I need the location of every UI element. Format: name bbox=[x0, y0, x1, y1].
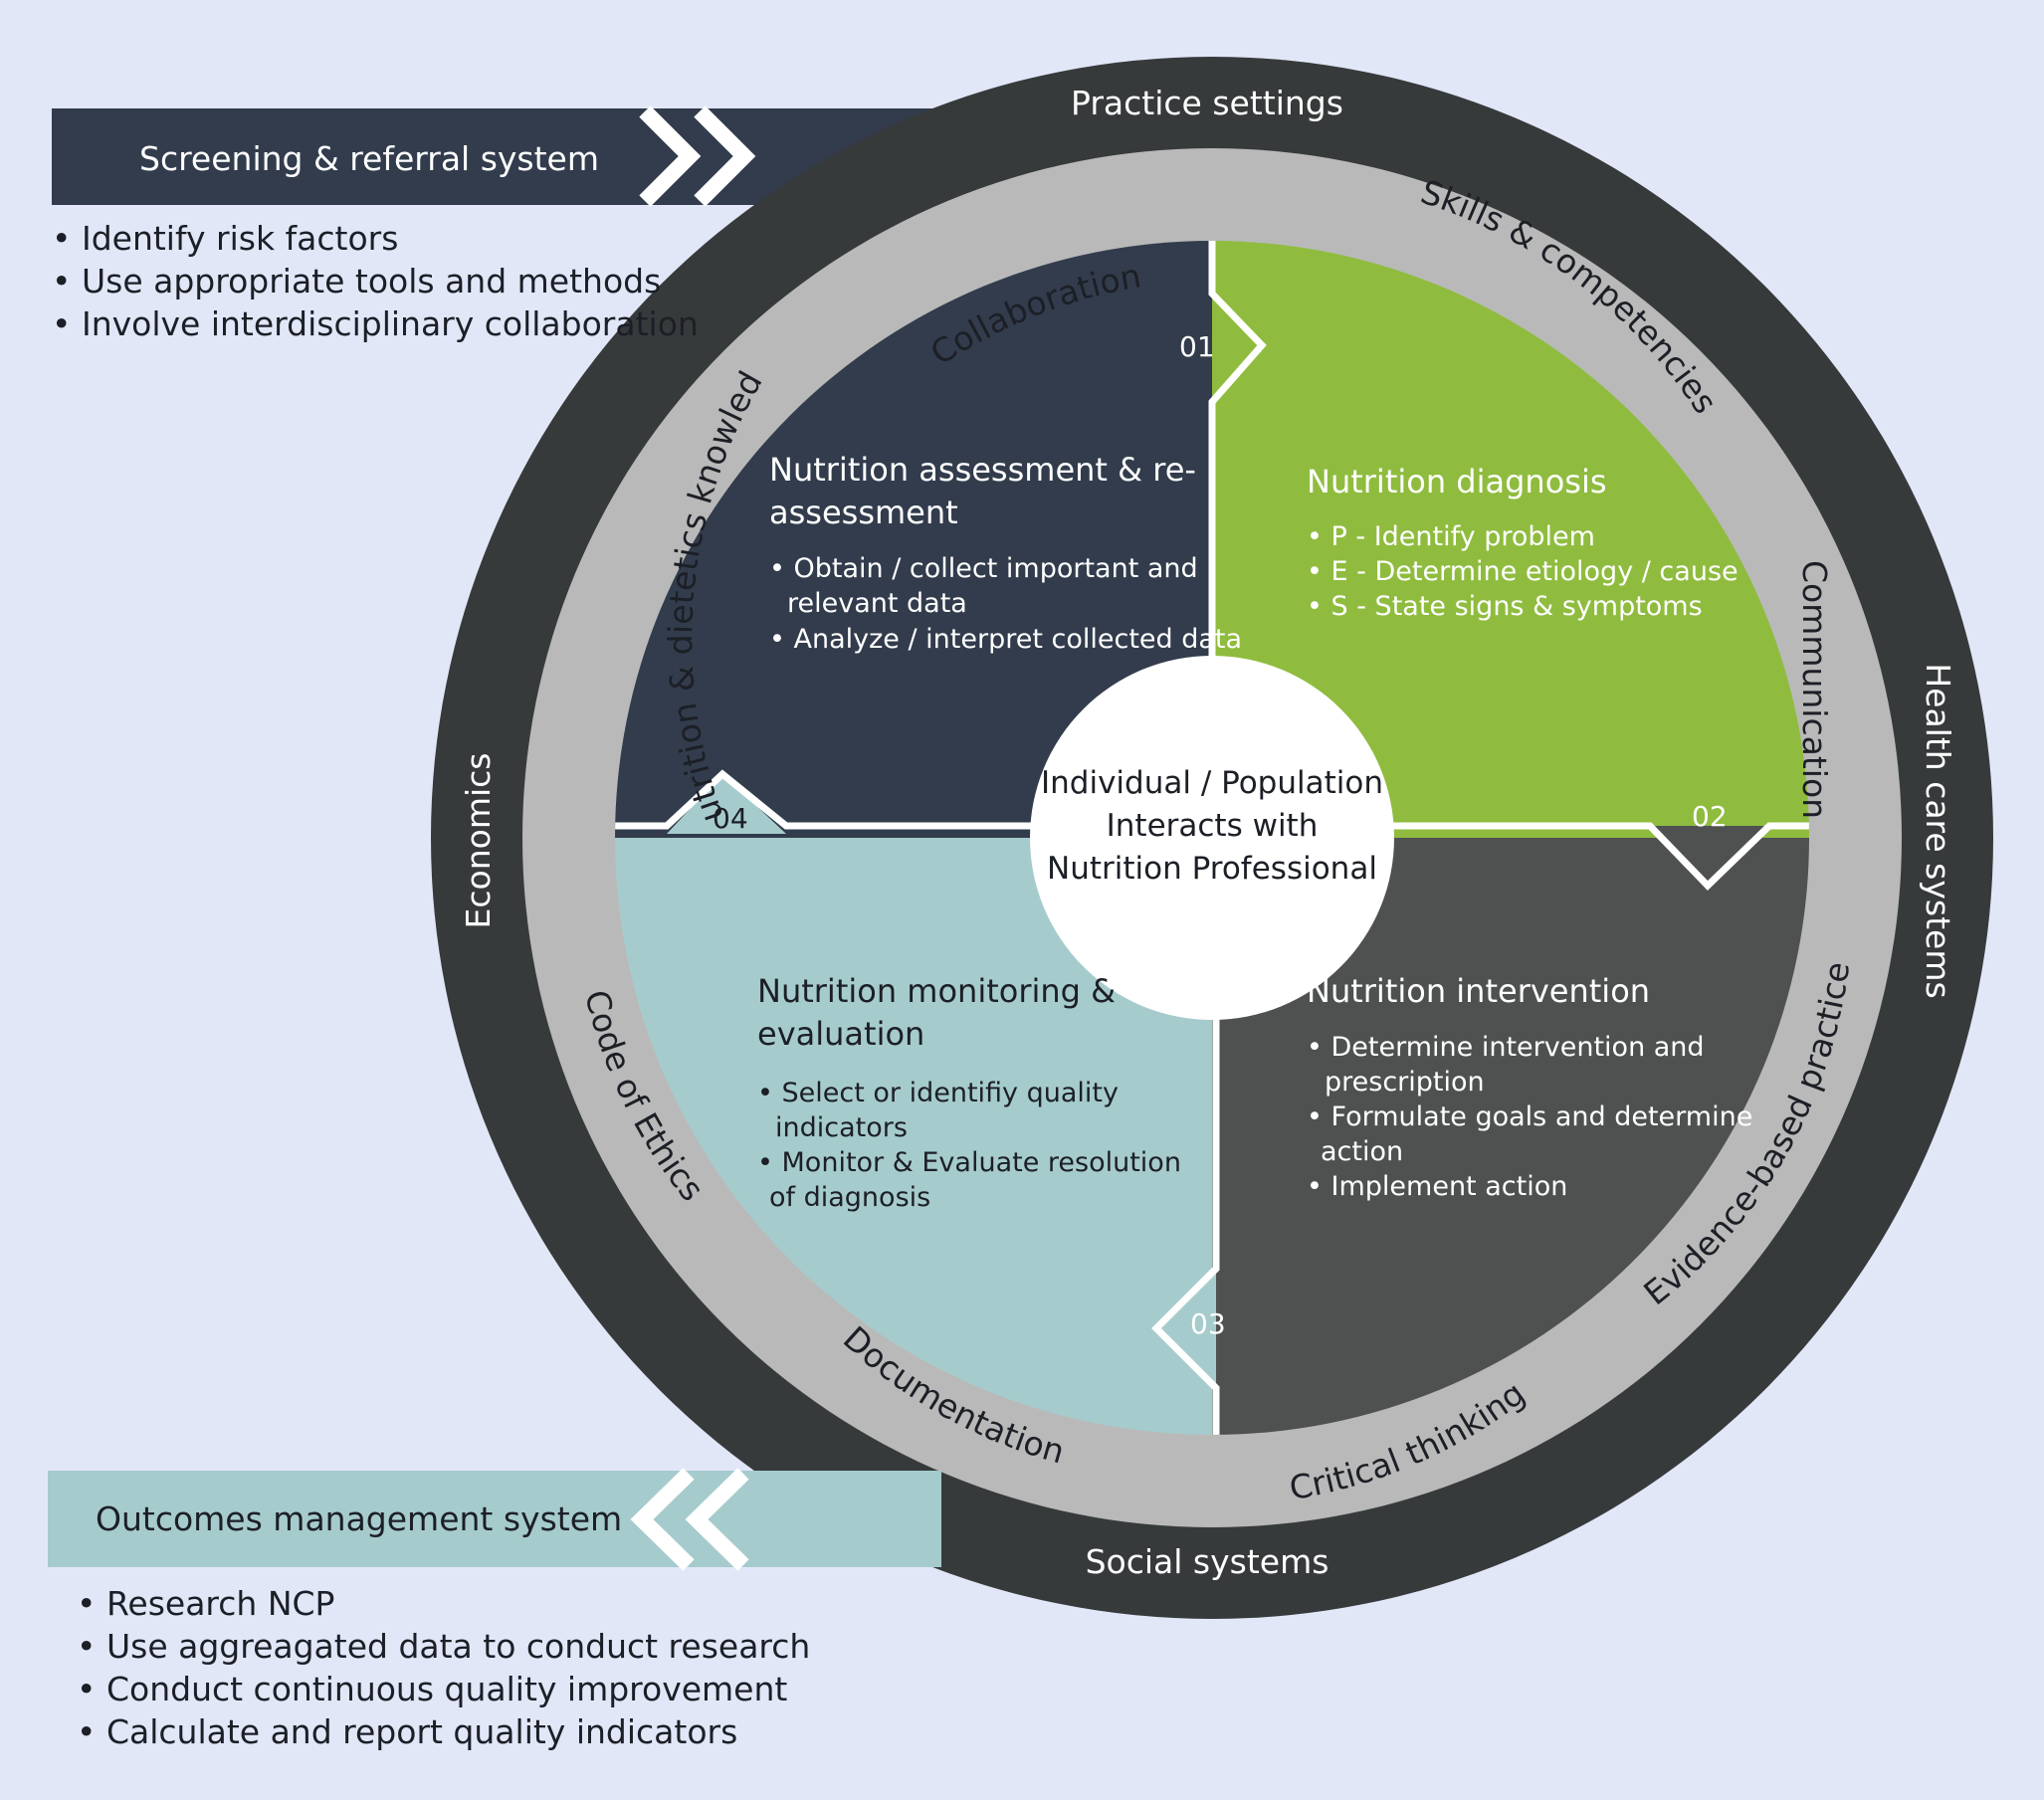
assessment-title-1: Nutrition assessment & re- bbox=[769, 451, 1196, 489]
notch-03 bbox=[1156, 1269, 1216, 1388]
divider-bottom bbox=[1151, 980, 1220, 1435]
center-line-2: Interacts with bbox=[1107, 808, 1319, 844]
label-health-care-systems: Health care systems bbox=[1919, 663, 1957, 998]
intervention-bullet-2a: • Formulate goals and determine bbox=[1307, 1101, 1752, 1132]
divider-left bbox=[615, 769, 1035, 830]
step-number-03: 03 bbox=[1190, 1307, 1226, 1340]
divider-right bbox=[1393, 822, 1809, 891]
label-communication: Communication bbox=[1795, 560, 1834, 819]
diagnosis-bullet-1: • P - Identify problem bbox=[1307, 521, 1595, 552]
center-text: Individual / Population Interacts with N… bbox=[1041, 765, 1383, 887]
label-practice-settings: Practice settings bbox=[1071, 84, 1343, 122]
outcomes-chevron-2 bbox=[685, 1468, 749, 1571]
intervention-bullet-1b: prescription bbox=[1325, 1067, 1485, 1098]
step-number-01: 01 bbox=[1179, 330, 1215, 363]
outcomes-item: Use aggreagated data to conduct research bbox=[77, 1625, 810, 1668]
label-social-systems: Social systems bbox=[1086, 1542, 1329, 1581]
intervention-bullet-1a: • Determine intervention and bbox=[1307, 1032, 1705, 1063]
center-line-3: Nutrition Professional bbox=[1047, 851, 1377, 887]
diagnosis-title: Nutrition diagnosis bbox=[1307, 463, 1607, 500]
screening-list: Identify risk factors Use appropriate to… bbox=[52, 217, 699, 345]
screening-title: Screening & referral system bbox=[139, 139, 599, 178]
center-circle bbox=[1030, 656, 1394, 1020]
diagnosis-bullet-2: • E - Determine etiology / cause bbox=[1307, 556, 1738, 587]
monitoring-bullet-2b: of diagnosis bbox=[769, 1182, 930, 1213]
notch-04 bbox=[667, 774, 786, 834]
monitoring-title-1: Nutrition monitoring & bbox=[757, 972, 1116, 1010]
outcomes-band bbox=[48, 1471, 941, 1567]
quadrant-monitoring-text: Nutrition monitoring & evaluation • Sele… bbox=[757, 972, 1181, 1213]
outcomes-item: Conduct continuous quality improvement bbox=[77, 1668, 810, 1710]
screening-item: Involve interdisciplinary collaboration bbox=[52, 302, 699, 345]
monitoring-bullet-1b: indicators bbox=[775, 1112, 908, 1143]
divider-top bbox=[1208, 241, 1267, 659]
monitoring-bullet-1a: • Select or identifiy quality bbox=[757, 1078, 1119, 1108]
notch-01 bbox=[1212, 294, 1262, 402]
intervention-title: Nutrition intervention bbox=[1307, 972, 1650, 1010]
outcomes-list: Research NCP Use aggreagated data to con… bbox=[77, 1582, 810, 1753]
screening-chevron-2 bbox=[694, 105, 756, 207]
screening-item: Use appropriate tools and methods bbox=[52, 260, 699, 302]
quadrant-assessment-text: Nutrition assessment & re- assessment • … bbox=[769, 451, 1242, 655]
assessment-bullet-2: • Analyze / interpret collected data bbox=[769, 624, 1242, 655]
diagnosis-bullet-3: • S - State signs & symptoms bbox=[1307, 591, 1703, 622]
center-line-1: Individual / Population bbox=[1041, 765, 1383, 801]
screening-chevron-1 bbox=[639, 105, 702, 207]
outcomes-item: Calculate and report quality indicators bbox=[77, 1710, 810, 1753]
step-number-02: 02 bbox=[1692, 800, 1728, 833]
label-economics: Economics bbox=[459, 753, 498, 929]
quadrant-intervention-text: Nutrition intervention • Determine inter… bbox=[1307, 972, 1752, 1202]
assessment-bullet-1b: relevant data bbox=[787, 588, 967, 619]
notch-02 bbox=[1650, 826, 1769, 886]
monitoring-title-2: evaluation bbox=[757, 1015, 924, 1053]
assessment-bullet-1a: • Obtain / collect important and bbox=[769, 553, 1198, 584]
assessment-title-2: assessment bbox=[769, 494, 958, 531]
quadrant-diagnosis-text: Nutrition diagnosis • P - Identify probl… bbox=[1307, 463, 1738, 622]
outcomes-title: Outcomes management system bbox=[96, 1500, 622, 1538]
outcomes-item: Research NCP bbox=[77, 1582, 810, 1625]
intervention-bullet-2b: action bbox=[1321, 1136, 1403, 1167]
monitoring-bullet-2a: • Monitor & Evaluate resolution bbox=[757, 1147, 1181, 1178]
outcomes-chevron-1 bbox=[630, 1468, 695, 1571]
intervention-bullet-3: • Implement action bbox=[1307, 1171, 1567, 1202]
screening-item: Identify risk factors bbox=[52, 217, 699, 260]
step-number-04: 04 bbox=[713, 802, 748, 835]
